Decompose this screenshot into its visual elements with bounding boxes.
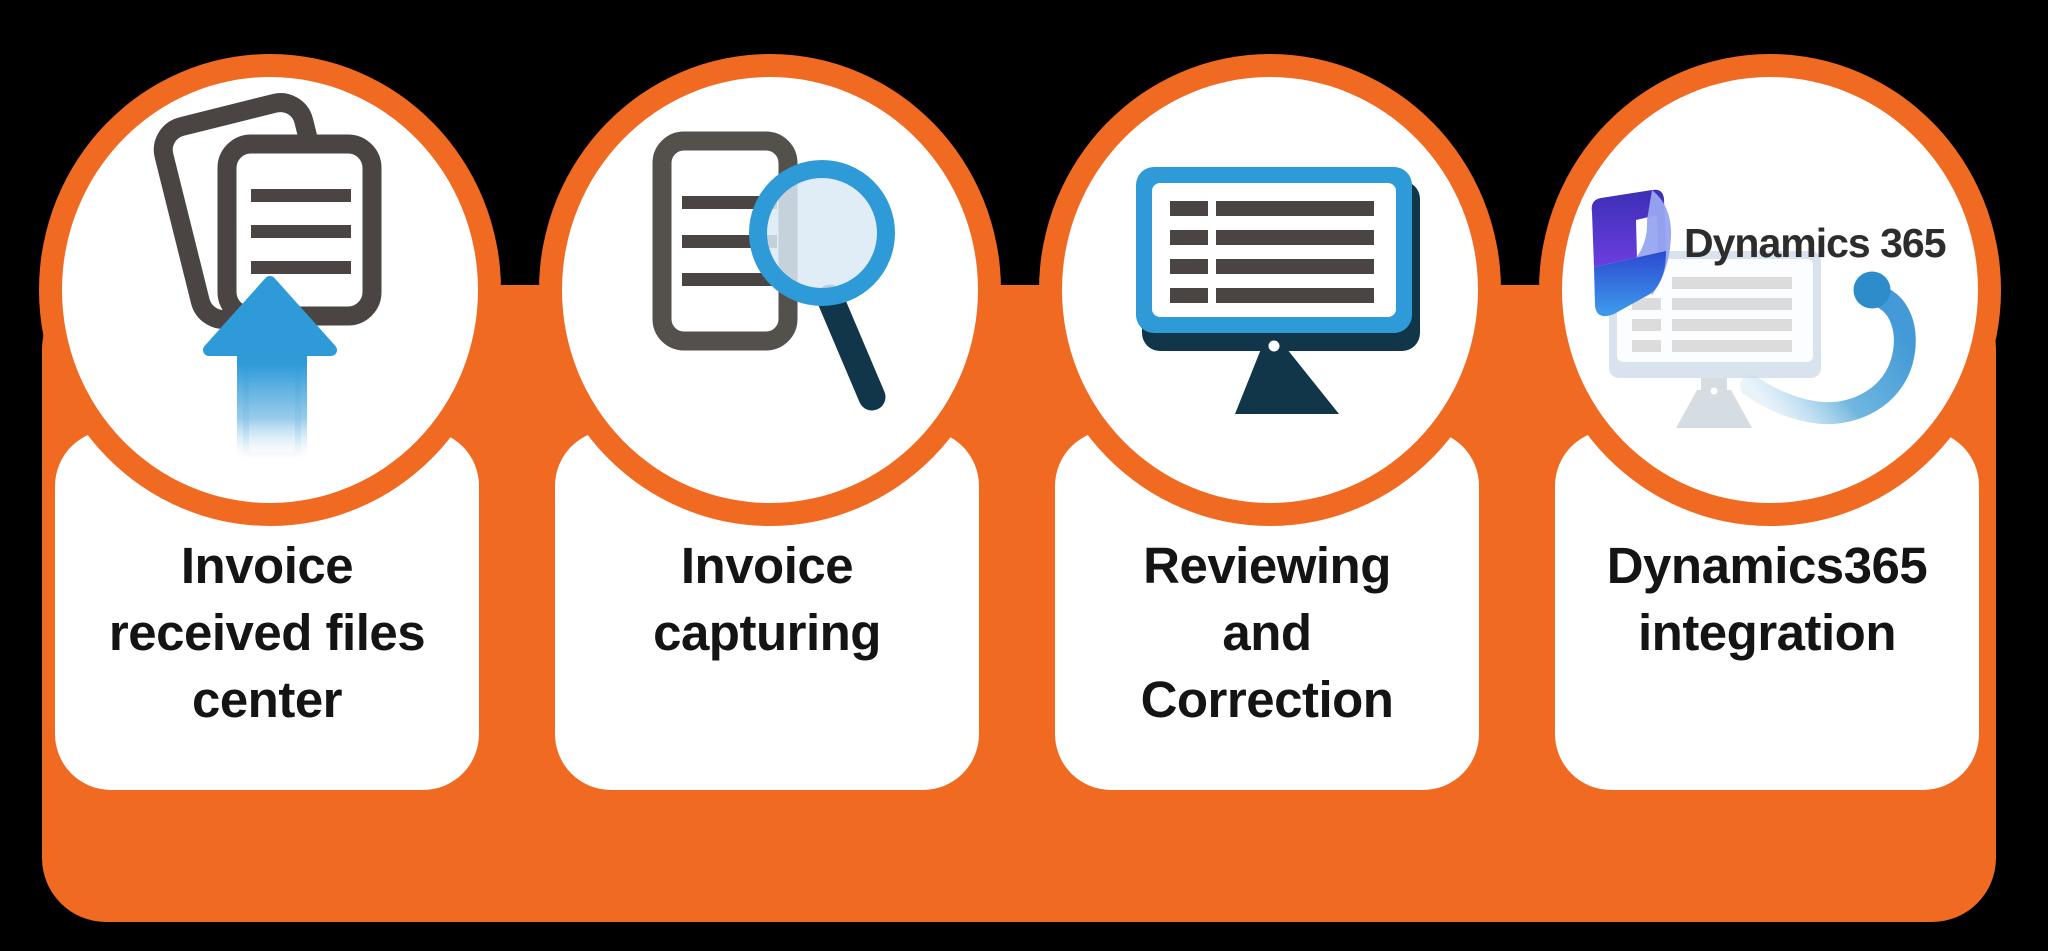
invoice-document-icon [652, 131, 798, 351]
document-stack-icon [153, 93, 382, 329]
step-label-line: integration [1638, 604, 1897, 661]
faded-monitor-icon [1609, 251, 1821, 428]
monitor-icon [1136, 167, 1420, 414]
dynamics-365-logo-text: Dynamics 365 [1684, 220, 1947, 266]
step-label-4: Dynamics365 integration [1555, 532, 1979, 666]
step-circle-3 [1039, 54, 1501, 526]
step-label-line: center [191, 671, 343, 728]
step-label-line: and [1222, 604, 1312, 661]
monitor-stand [1235, 349, 1339, 414]
step-label-3: Reviewing and Correction [1055, 532, 1479, 733]
step-label-2: Invoice capturing [555, 532, 979, 666]
hook-arrow-icon [1740, 271, 1916, 425]
step-label-line: capturing [653, 604, 881, 661]
dynamics-logo-glyph [1591, 189, 1672, 317]
step-label-line: Invoice [680, 537, 854, 594]
step-label-line: Reviewing [1143, 537, 1391, 594]
step-circle-4: Dynamics 365 [1539, 54, 2001, 526]
documents-upload-icon [153, 93, 382, 464]
monitor-review-icon [1136, 167, 1420, 414]
step-circle-1 [39, 54, 501, 526]
step-label-line: received files [108, 604, 426, 661]
step-label-1: Invoice received files center [55, 532, 479, 733]
document-magnifier-icon [652, 131, 895, 411]
step-label-line: Dynamics365 [1606, 537, 1928, 594]
magnifier-icon [749, 160, 895, 411]
table-rows [1170, 201, 1374, 303]
upload-arrow-icon [203, 276, 337, 464]
dynamics365-icon [1591, 189, 1916, 428]
step-label-line: Invoice [180, 537, 354, 594]
step-label-line: Correction [1140, 671, 1394, 728]
step-circle-2 [539, 54, 1001, 526]
